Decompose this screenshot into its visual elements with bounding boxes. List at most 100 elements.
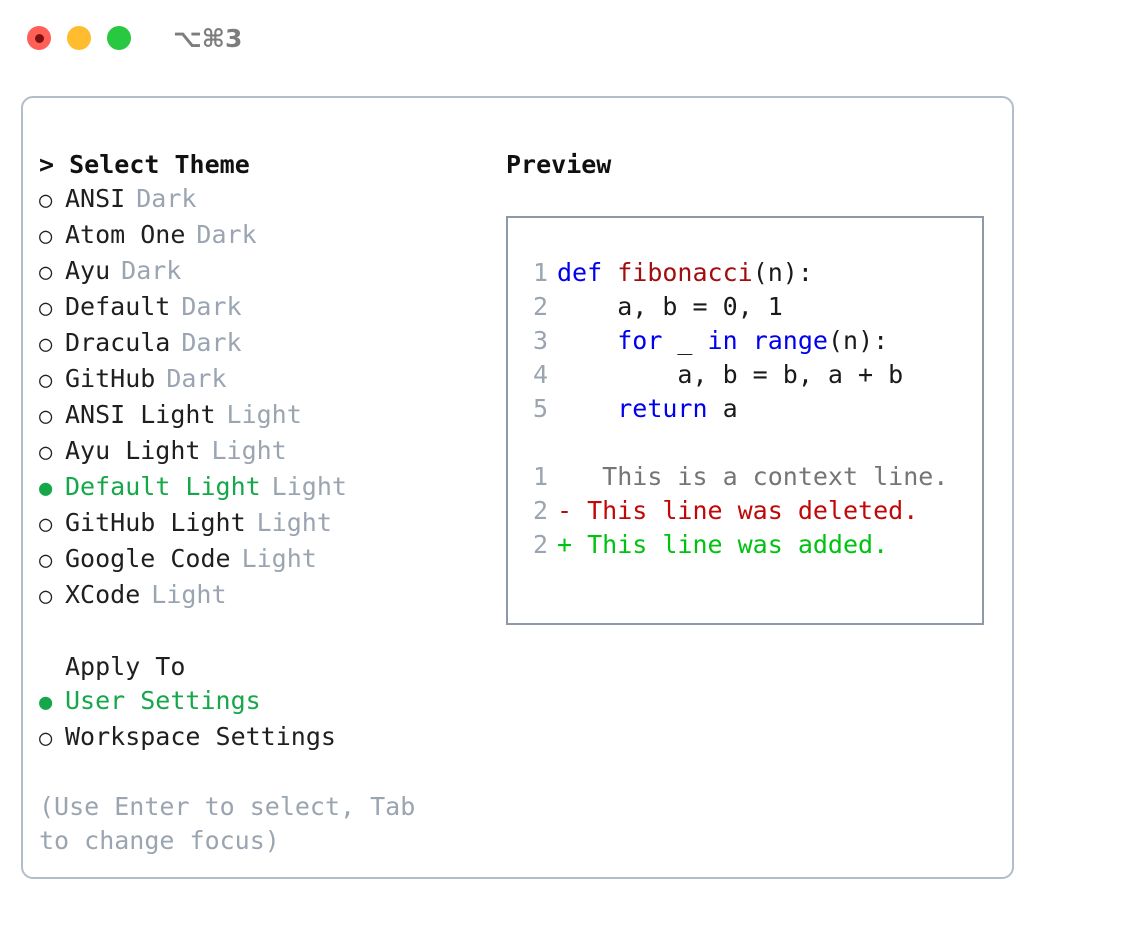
diff-line: 1 This is a context line. xyxy=(522,460,982,494)
theme-option-label: Ayu xyxy=(65,256,111,285)
line-number: 1 xyxy=(532,462,548,491)
theme-option-category: Dark xyxy=(121,256,182,285)
radio-selected-icon: ● xyxy=(39,476,53,501)
theme-option-category: Light xyxy=(151,580,227,609)
theme-option-label: Google Code xyxy=(65,544,231,573)
theme-option-category: Dark xyxy=(181,328,242,357)
theme-option-label: ANSI xyxy=(65,184,126,213)
line-number: 2 xyxy=(532,292,548,321)
apply-to-option-label: Workspace Settings xyxy=(65,722,336,751)
theme-option-category: Dark xyxy=(196,220,257,249)
apply-to-option-user-settings[interactable]: ●User Settings xyxy=(39,684,493,720)
code-token: for xyxy=(617,326,663,355)
minimize-button-icon[interactable] xyxy=(67,26,91,50)
hint-spacer xyxy=(39,756,493,790)
radio-unselected-icon: ○ xyxy=(39,440,53,465)
radio-unselected-icon: ○ xyxy=(39,368,53,393)
diff-marker: + xyxy=(557,530,573,559)
apply-to-option-workspace-settings[interactable]: ○ Workspace Settings xyxy=(39,720,493,756)
diff-text: This line was added. xyxy=(572,530,889,559)
diff-line: 2 + This line was added. xyxy=(522,528,982,562)
apply-to-option-list: ●User Settings ○ Workspace Settings xyxy=(39,684,493,756)
radio-unselected-icon: ○ xyxy=(39,188,53,213)
theme-option-ansi[interactable]: ○ ANSI Dark xyxy=(39,182,493,218)
radio-unselected-icon: ○ xyxy=(39,584,53,609)
code-diff-gap xyxy=(522,426,982,460)
apply-to-option-label: User Settings xyxy=(65,686,261,715)
select-theme-heading-label: Select Theme xyxy=(69,150,250,179)
code-line: 2 a, b = 0, 1 xyxy=(522,290,982,324)
theme-option-category: Light xyxy=(226,400,302,429)
line-number: 2 xyxy=(532,530,548,559)
close-button-icon[interactable] xyxy=(27,26,51,50)
theme-option-label: XCode xyxy=(65,580,141,609)
select-theme-heading: > Select Theme xyxy=(39,148,493,182)
diff-marker: - xyxy=(557,496,573,525)
line-number: 5 xyxy=(532,394,548,423)
code-token: def xyxy=(557,258,618,287)
code-token: in xyxy=(707,326,738,355)
code-token: a, b = 0, 1 xyxy=(557,292,783,321)
code-token xyxy=(557,394,617,423)
maximize-button-icon[interactable] xyxy=(107,26,131,50)
preview-heading: Preview xyxy=(506,150,612,179)
line-number: 1 xyxy=(532,258,548,287)
theme-option-label: GitHub Light xyxy=(65,508,246,537)
theme-option-xcode[interactable]: ○ XCode Light xyxy=(39,578,493,614)
code-token: return xyxy=(617,394,708,423)
title-bar: ⌥⌘3 xyxy=(0,0,1140,76)
theme-option-category: Light xyxy=(241,544,317,573)
code-token: _ xyxy=(662,326,708,355)
theme-option-category: Dark xyxy=(166,364,227,393)
theme-option-label: Default xyxy=(65,292,171,321)
radio-unselected-icon: ○ xyxy=(39,512,53,537)
radio-unselected-icon: ○ xyxy=(39,296,53,321)
caret-icon: > xyxy=(39,150,55,179)
diff-text: This is a context line. xyxy=(572,462,949,491)
theme-option-category: Light xyxy=(271,472,347,501)
theme-option-category: Dark xyxy=(136,184,197,213)
code-token: a, b = b, a + b xyxy=(557,360,904,389)
theme-option-dracula[interactable]: ○ Dracula Dark xyxy=(39,326,493,362)
theme-option-ayu[interactable]: ○ Ayu Dark xyxy=(39,254,493,290)
line-number: 2 xyxy=(532,496,548,525)
theme-option-label: ANSI Light xyxy=(65,400,216,429)
theme-option-label: Dracula xyxy=(65,328,171,357)
radio-unselected-icon: ○ xyxy=(39,260,53,285)
theme-option-default[interactable]: ○ Default Dark xyxy=(39,290,493,326)
theme-option-default-light[interactable]: ● Default Light Light xyxy=(39,470,493,506)
theme-option-google-code[interactable]: ○ Google Code Light xyxy=(39,542,493,578)
radio-unselected-icon: ○ xyxy=(39,332,53,357)
theme-option-category: Light xyxy=(211,436,287,465)
window-controls xyxy=(27,26,131,50)
radio-unselected-icon: ○ xyxy=(39,224,53,249)
diff-marker xyxy=(557,462,572,491)
code-token: a xyxy=(707,394,738,423)
radio-unselected-icon: ○ xyxy=(39,548,53,573)
radio-unselected-icon: ○ xyxy=(39,726,53,751)
code-line: 4 a, b = b, a + b xyxy=(522,358,982,392)
theme-option-label: Default Light xyxy=(65,472,261,501)
keyboard-hint-text: (Use Enter to select, Tab to change focu… xyxy=(39,792,416,855)
code-line: 3 for _ in range(n): xyxy=(522,324,982,358)
code-token xyxy=(557,326,617,355)
theme-option-category: Dark xyxy=(181,292,242,321)
code-token: range xyxy=(752,326,828,355)
code-token: (n): xyxy=(752,258,813,287)
diff-text: This line was deleted. xyxy=(572,496,919,525)
diff-line: 2- This line was deleted. xyxy=(522,494,982,528)
list-spacer xyxy=(39,614,493,650)
